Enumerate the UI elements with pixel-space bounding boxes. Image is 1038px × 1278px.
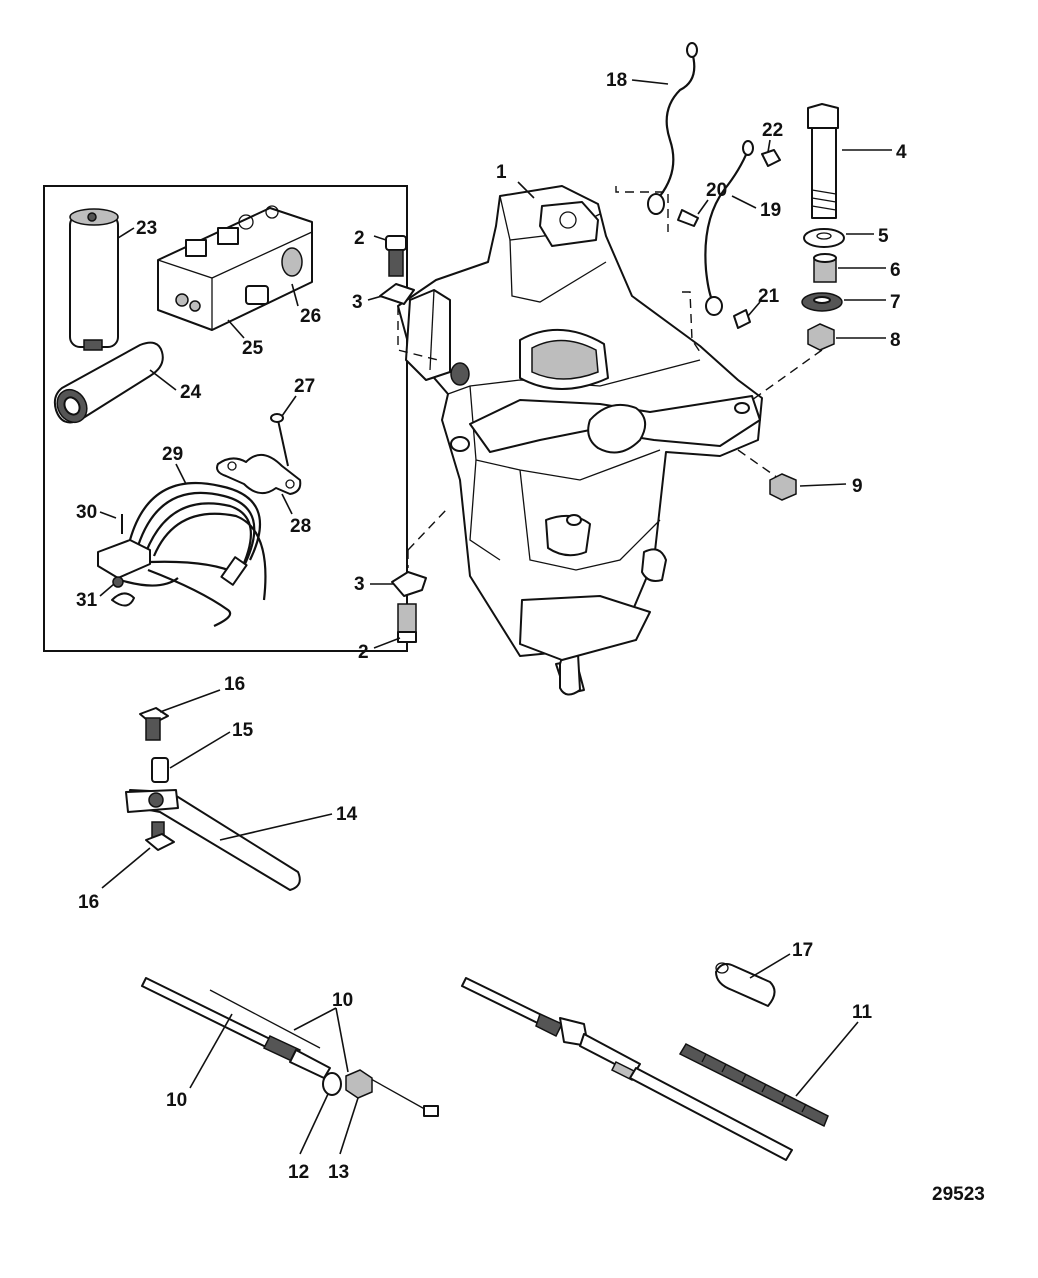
part-3-washer-bottom <box>391 571 427 597</box>
part-7-washer <box>801 292 843 312</box>
callout-16-top: 16 <box>224 674 245 695</box>
callout-22: 22 <box>762 120 783 141</box>
callout-12: 12 <box>288 1162 309 1183</box>
part-17-bushing <box>715 962 776 1007</box>
part-5-washer <box>803 228 845 248</box>
part-24-sleeve <box>53 341 164 424</box>
callout-23: 23 <box>136 218 157 239</box>
callout-3-top: 3 <box>352 292 363 313</box>
callout-17: 17 <box>792 940 813 961</box>
part-22-nut <box>761 149 781 167</box>
callout-1: 1 <box>496 162 507 183</box>
align-line-lead-18 <box>615 186 669 232</box>
callout-24: 24 <box>180 382 202 403</box>
part-31-terminal-block <box>97 539 151 607</box>
part-20-screw <box>677 209 699 227</box>
part-8-nut <box>807 323 835 351</box>
part-29-harness <box>119 481 267 628</box>
part-27-screw <box>270 413 289 467</box>
part-1-bracket <box>397 185 763 696</box>
inset-frame <box>43 185 408 652</box>
callout-11: 11 <box>852 1002 873 1023</box>
callout-20: 20 <box>706 180 727 201</box>
callout-8: 8 <box>890 330 901 351</box>
part-28-clamp <box>216 454 302 495</box>
align-line-nut-9 <box>737 449 779 479</box>
align-line-bolt-4 <box>751 349 823 401</box>
part-10-cable-left <box>141 977 439 1117</box>
callout-14: 14 <box>336 804 358 825</box>
callout-21: 21 <box>758 286 780 307</box>
callout-16-bottom: 16 <box>78 892 99 913</box>
callout-3-bottom: 3 <box>354 574 365 595</box>
part-4-bolt <box>807 103 839 219</box>
callout-5: 5 <box>878 226 889 247</box>
part-2-bolt-top <box>385 235 407 277</box>
part-16-setscrew-bottom <box>145 821 175 851</box>
callout-2-bottom: 2 <box>358 642 369 663</box>
part-13-nut <box>345 1069 373 1099</box>
callout-10-left: 10 <box>166 1090 187 1111</box>
part-23-cylinder <box>69 208 119 351</box>
part-3-washer-top <box>379 283 415 305</box>
callout-4: 4 <box>896 142 907 163</box>
part-9-nut <box>769 473 797 501</box>
drawing-number: 29523 <box>932 1184 985 1205</box>
callout-13: 13 <box>328 1162 349 1183</box>
part-10-cable-right <box>461 977 793 1161</box>
callout-15: 15 <box>232 720 254 741</box>
callout-26: 26 <box>300 306 321 327</box>
part-14-rod <box>125 789 301 891</box>
callout-27: 27 <box>294 376 315 397</box>
callout-2-top: 2 <box>354 228 365 249</box>
part-18-ground-lead <box>647 42 698 215</box>
part-25-26-valve-block <box>157 205 313 331</box>
part-16-setscrew-top <box>139 707 169 741</box>
callout-7: 7 <box>890 292 901 313</box>
align-line-bolt-2-bottom <box>407 509 447 551</box>
align-line-lead-19 <box>682 291 701 353</box>
callout-29: 29 <box>162 444 183 465</box>
callout-9: 9 <box>852 476 863 497</box>
callout-19: 19 <box>760 200 781 221</box>
part-11-core <box>678 1043 829 1128</box>
part-2-bolt-bottom <box>397 603 417 643</box>
part-15-insert <box>151 757 169 783</box>
callout-31: 31 <box>76 590 98 611</box>
callout-28: 28 <box>290 516 311 537</box>
part-21-screw <box>733 309 751 329</box>
part-19-ground-lead <box>704 140 754 316</box>
part-6-sleeve <box>813 253 837 283</box>
callout-6: 6 <box>890 260 901 281</box>
callout-18: 18 <box>606 70 627 91</box>
leader-lines <box>99 79 892 1155</box>
callout-30: 30 <box>76 502 97 523</box>
callout-25: 25 <box>242 338 264 359</box>
part-12-washer <box>322 1072 342 1096</box>
callout-10-top: 10 <box>332 990 353 1011</box>
